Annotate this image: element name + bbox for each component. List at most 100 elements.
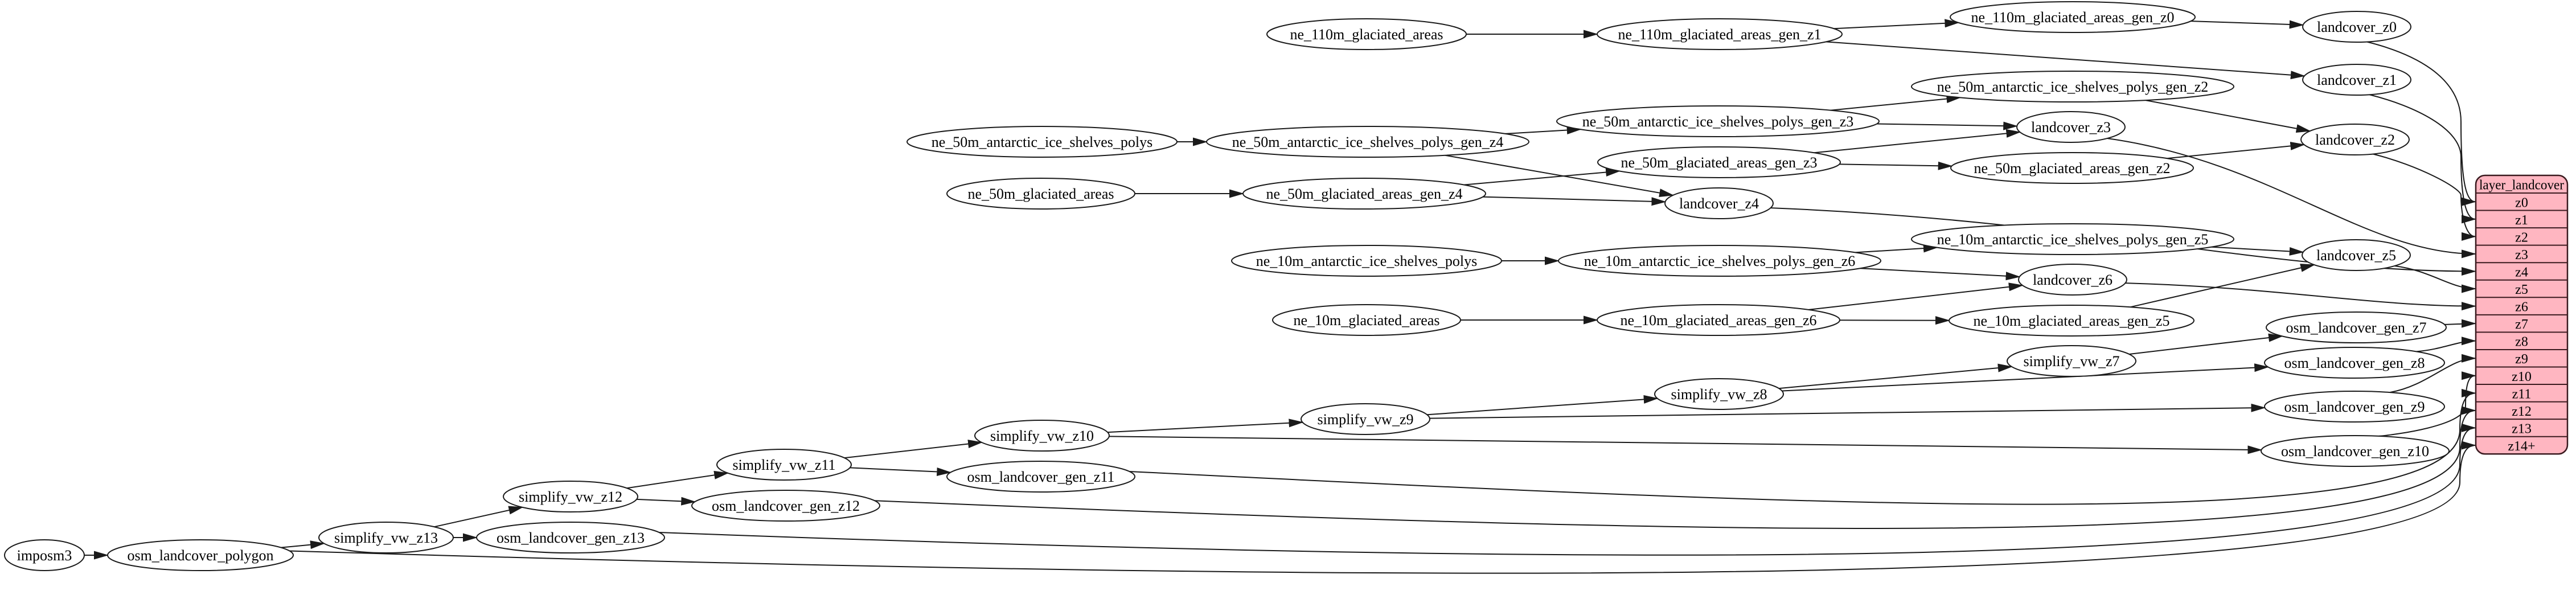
node-landcover_z3: landcover_z3 <box>2016 111 2126 143</box>
node-ellipse-simplify_vw_z10 <box>974 420 1110 452</box>
table-row-z9: z9 <box>2515 352 2528 367</box>
edge-osm_landcover_gen_z8-to-layer_landcover.z8 <box>2416 337 2476 352</box>
node-ne_50m_antarctic_ice_shelves_polys: ne_50m_antarctic_ice_shelves_polys <box>906 126 1178 158</box>
edge-ne_10m_antarctic_ice_shelves_polys_gen_z6-to-ne_10m_antarctic_ice_shelves_polys_gen_z5 <box>1855 244 1938 253</box>
node-simplify_vw_z8: simplify_vw_z8 <box>1654 378 1784 410</box>
node-ellipse-simplify_vw_z8 <box>1654 378 1784 410</box>
node-label-landcover_z4: landcover_z4 <box>1679 195 1759 212</box>
table-row-z10: z10 <box>2512 370 2532 384</box>
node-ne_10m_antarctic_ice_shelves_polys_gen_z6: ne_10m_antarctic_ice_shelves_polys_gen_z… <box>1558 245 1881 277</box>
edge-simplify_vw_z12-to-simplify_vw_z11 <box>626 470 729 489</box>
edge-ne_10m_glaciated_areas_gen_z5-to-landcover_z5 <box>2130 264 2316 308</box>
node-ellipse-ne_50m_antarctic_ice_shelves_polys_gen_z3 <box>1556 105 1880 137</box>
edge-landcover_z0-to-layer_landcover.z0 <box>2366 41 2476 206</box>
edge-simplify_vw_z8-to-simplify_vw_z7 <box>1779 363 2013 389</box>
node-label-landcover_z1: landcover_z1 <box>2317 72 2397 88</box>
node-ellipse-simplify_vw_z9 <box>1301 403 1430 435</box>
edge-ne_10m_antarctic_ice_shelves_polys_gen_z6-to-landcover_z6 <box>1860 268 2021 281</box>
node-landcover_z6: landcover_z6 <box>2018 264 2127 296</box>
edge-ne_10m_glaciated_areas_gen_z6-to-landcover_z6 <box>1808 282 2024 310</box>
edge-osm_landcover_gen_z12-to-layer_landcover.z12 <box>874 406 2476 530</box>
node-osm_landcover_gen_z8: osm_landcover_gen_z8 <box>2264 347 2445 379</box>
edge-simplify_vw_z13-to-simplify_vw_z12 <box>434 506 524 528</box>
node-ellipse-osm_landcover_gen_z12 <box>691 490 880 522</box>
node-ellipse-osm_landcover_gen_z11 <box>946 461 1135 493</box>
node-ellipse-ne_110m_glaciated_areas <box>1266 18 1467 50</box>
edge-simplify_vw_z9-to-simplify_vw_z8 <box>1427 395 1659 416</box>
node-label-ne_110m_glaciated_areas_gen_z1: ne_110m_glaciated_areas_gen_z1 <box>1618 26 1821 43</box>
node-ellipse-ne_10m_antarctic_ice_shelves_polys_gen_z6 <box>1558 245 1881 277</box>
node-ellipse-landcover_z3 <box>2016 111 2126 143</box>
table-row-z0: z0 <box>2515 195 2528 210</box>
node-ellipse-ne_50m_antarctic_ice_shelves_polys_gen_z4 <box>1206 126 1529 158</box>
edge-ne_50m_glaciated_areas_gen_z3-to-ne_50m_glaciated_areas_gen_z2 <box>1839 161 1953 170</box>
node-imposm3: imposm3 <box>4 539 85 571</box>
node-landcover_z2: landcover_z2 <box>2300 124 2410 155</box>
node-label-ne_110m_glaciated_areas_gen_z0: ne_110m_glaciated_areas_gen_z0 <box>1971 9 2174 26</box>
node-ne_10m_glaciated_areas: ne_10m_glaciated_areas <box>1272 304 1461 336</box>
table-row-z8: z8 <box>2515 335 2528 350</box>
node-ellipse-ne_50m_glaciated_areas_gen_z3 <box>1597 146 1841 178</box>
node-label-simplify_vw_z12: simplify_vw_z12 <box>519 489 622 505</box>
edge-ne_110m_glaciated_areas_gen_z0-to-landcover_z0 <box>2191 20 2304 29</box>
edge-simplify_vw_z10-to-simplify_vw_z9 <box>1107 419 1304 433</box>
table-row-z6: z6 <box>2515 300 2528 315</box>
node-ne_50m_glaciated_areas_gen_z4: ne_50m_glaciated_areas_gen_z4 <box>1242 178 1486 210</box>
edge-simplify_vw_z10-to-osm_landcover_gen_z10 <box>1109 436 2263 454</box>
node-label-simplify_vw_z11: simplify_vw_z11 <box>732 457 835 473</box>
node-ellipse-landcover_z2 <box>2300 124 2410 155</box>
node-ne_10m_antarctic_ice_shelves_polys: ne_10m_antarctic_ice_shelves_polys <box>1231 245 1502 277</box>
node-label-ne_50m_glaciated_areas_gen_z2: ne_50m_glaciated_areas_gen_z2 <box>1974 160 2170 177</box>
node-label-simplify_vw_z9: simplify_vw_z9 <box>1318 411 1414 428</box>
node-simplify_vw_z12: simplify_vw_z12 <box>503 481 638 512</box>
table-row-z13: z13 <box>2512 421 2532 436</box>
edge-ne_10m_antarctic_ice_shelves_polys_gen_z5-to-landcover_z5 <box>2211 246 2304 256</box>
edge-osm_landcover_gen_z9-to-layer_landcover.z9 <box>2389 354 2476 393</box>
node-ellipse-ne_10m_antarctic_ice_shelves_polys <box>1231 245 1502 277</box>
node-ne_50m_antarctic_ice_shelves_polys_gen_z4: ne_50m_antarctic_ice_shelves_polys_gen_z… <box>1206 126 1529 158</box>
node-simplify_vw_z11: simplify_vw_z11 <box>716 449 852 481</box>
node-label-ne_10m_glaciated_areas_gen_z6: ne_10m_glaciated_areas_gen_z6 <box>1620 312 1816 329</box>
node-label-simplify_vw_z7: simplify_vw_z7 <box>2024 353 2120 370</box>
node-label-osm_landcover_gen_z9: osm_landcover_gen_z9 <box>2284 399 2425 415</box>
node-landcover_z5: landcover_z5 <box>2302 239 2411 271</box>
node-simplify_vw_z10: simplify_vw_z10 <box>974 420 1110 452</box>
node-ellipse-ne_50m_antarctic_ice_shelves_polys <box>906 126 1178 158</box>
node-ne_110m_glaciated_areas_gen_z1: ne_110m_glaciated_areas_gen_z1 <box>1597 18 1843 50</box>
node-ellipse-simplify_vw_z7 <box>2007 345 2136 377</box>
edge-ne_110m_glaciated_areas_gen_z1-to-landcover_z1 <box>1826 41 2306 80</box>
node-osm_landcover_gen_z9: osm_landcover_gen_z9 <box>2264 391 2445 423</box>
node-ellipse-simplify_vw_z12 <box>503 481 638 512</box>
node-label-ne_10m_antarctic_ice_shelves_polys_gen_z6: ne_10m_antarctic_ice_shelves_polys_gen_z… <box>1584 253 1856 269</box>
edge-landcover_z3-to-layer_landcover.z3 <box>2107 138 2476 259</box>
node-landcover_z0: landcover_z0 <box>2302 11 2411 43</box>
table-row-z12: z12 <box>2512 404 2532 419</box>
node-ellipse-ne_110m_glaciated_areas_gen_z1 <box>1597 18 1843 50</box>
node-label-landcover_z3: landcover_z3 <box>2031 119 2111 136</box>
node-label-osm_landcover_gen_z12: osm_landcover_gen_z12 <box>712 498 860 514</box>
node-ellipse-osm_landcover_gen_z13 <box>476 522 665 553</box>
node-label-ne_50m_antarctic_ice_shelves_polys_gen_z4: ne_50m_antarctic_ice_shelves_polys_gen_z… <box>1232 134 1504 150</box>
node-ne_10m_antarctic_ice_shelves_polys_gen_z5: ne_10m_antarctic_ice_shelves_polys_gen_z… <box>1911 223 2234 255</box>
edges-layer <box>84 19 2476 574</box>
node-ne_110m_glaciated_areas: ne_110m_glaciated_areas <box>1266 18 1467 50</box>
node-label-osm_landcover_gen_z7: osm_landcover_gen_z7 <box>2286 319 2427 336</box>
node-landcover_z4: landcover_z4 <box>1664 187 1774 219</box>
node-label-ne_50m_glaciated_areas_gen_z3: ne_50m_glaciated_areas_gen_z3 <box>1621 154 1817 171</box>
node-ellipse-ne_50m_glaciated_areas_gen_z4 <box>1242 178 1486 210</box>
node-ellipse-osm_landcover_gen_z8 <box>2264 347 2445 379</box>
node-ellipse-osm_landcover_gen_z7 <box>2266 311 2447 343</box>
node-label-ne_50m_antarctic_ice_shelves_polys: ne_50m_antarctic_ice_shelves_polys <box>932 134 1152 150</box>
node-osm_landcover_gen_z7: osm_landcover_gen_z7 <box>2266 311 2447 343</box>
edge-ne_50m_glaciated_areas_gen_z3-to-landcover_z3 <box>1814 129 2021 154</box>
node-osm_landcover_gen_z10: osm_landcover_gen_z10 <box>2261 435 2450 467</box>
node-osm_landcover_gen_z11: osm_landcover_gen_z11 <box>946 461 1135 493</box>
edge-landcover_z1-to-layer_landcover.z1 <box>2369 94 2476 224</box>
edge-osm_landcover_polygon-to-layer_landcover.z14+ <box>289 441 2476 574</box>
node-ellipse-landcover_z6 <box>2018 264 2127 296</box>
node-ellipse-simplify_vw_z13 <box>318 522 454 553</box>
node-ellipse-landcover_z1 <box>2302 64 2411 96</box>
edge-ne_50m_antarctic_ice_shelves_polys_gen_z2-to-landcover_z2 <box>2146 100 2311 133</box>
node-ellipse-ne_50m_glaciated_areas <box>946 178 1135 210</box>
